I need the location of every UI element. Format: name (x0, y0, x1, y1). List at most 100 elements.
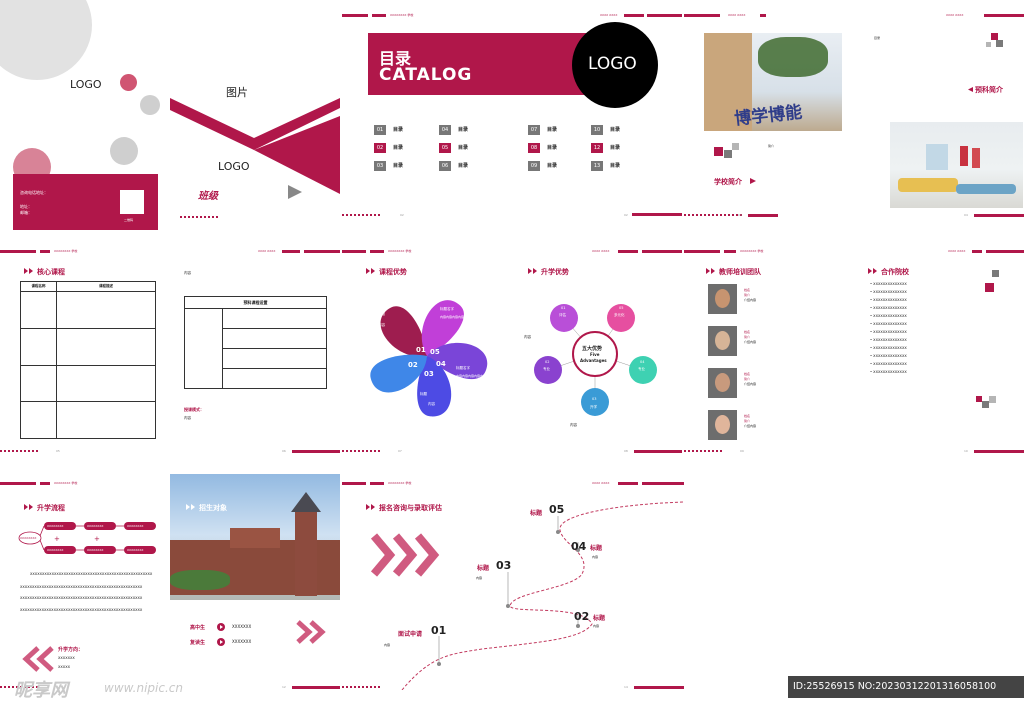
upgrade-advantage-slide: XXXX XXXX 升学优势 五大优势 Five Advantages 01 评… (512, 246, 682, 458)
catalog-item-09[interactable]: 09 目录 (528, 161, 578, 172)
catalog-item-number: 02 (374, 143, 386, 153)
cover-logo-1: LOGO (70, 78, 102, 91)
watermark-url: www.nipic.cn (104, 681, 183, 695)
watermark-id: ID:25526915 NO:20230312201316058100 (793, 681, 997, 692)
teachers-title: 教师培训团队 (719, 268, 761, 276)
catalog-item-number: 08 (528, 143, 540, 153)
catalog-title-banner (368, 33, 598, 95)
catalog-item-number: 03 (374, 161, 386, 171)
center-label-1: 五大优势 (582, 346, 603, 352)
side-content: 内容 (524, 335, 531, 339)
course-adv-title: 课程优势 (379, 268, 407, 276)
cover-bottom-stripe (180, 216, 220, 218)
cover-chevron-shape (170, 98, 340, 194)
target-slide: XXXX XXXX 招生对象 高中生 XXXXXXX 复读生 XXXXXXX 1… (170, 474, 340, 690)
page-number: 02 (400, 213, 404, 217)
teacher-info-line: 简介 (744, 335, 751, 339)
step-02-label: 标题 (593, 615, 606, 622)
triple-chevron-icon (370, 533, 440, 577)
petal-05-label: 标题名字 (440, 307, 454, 311)
catalog-item-label: 目录 (547, 127, 558, 133)
gray-dot (140, 95, 160, 115)
partner-item: • XXXXXXXXXXXXXX (870, 290, 907, 294)
core-course-table: 课程名称课程描述 (20, 281, 156, 439)
school-slide: XXXX XXXX 博学博能 简介 学校简介 03 (684, 0, 844, 232)
center-label-2: Five (590, 352, 600, 357)
core-col1-header: 课程名称 (20, 281, 57, 292)
double-arrow-icon (24, 268, 33, 274)
cover-picture-label: 图片 (226, 86, 248, 99)
partner-item: • XXXXXXXXXXXXXX (870, 370, 907, 374)
cover-info-3: 邮箱： (20, 210, 32, 215)
play-icon-2 (217, 638, 225, 646)
catalog-item-label: 目录 (547, 163, 558, 169)
teacher-info-line: 介绍内容 (744, 382, 757, 386)
petal-02 (370, 354, 427, 393)
process-slide: XXXXXXXX 学校 升学流程 + + XXXXXXXX XXXXXXXX X… (0, 474, 170, 690)
node-03-num: 03 (592, 397, 597, 401)
teacher-info-line: 介绍内容 (744, 298, 757, 302)
five-advantages-diagram (534, 304, 657, 416)
petal-03-body: 内容 (428, 402, 435, 406)
petal-04-body: 内容内容内容内容内容内容内容 (456, 374, 499, 378)
arrow-left-icon (968, 87, 973, 92)
step-01-num: 01 (431, 624, 447, 637)
process-flow: + + (18, 522, 156, 554)
process-title: 升学流程 (37, 504, 65, 512)
petal-02-label: 标题 (368, 359, 375, 363)
course-setup-slide: XXXX XXXX 内容 预科课程设置 授课模式： 内容 06 (170, 246, 340, 458)
partner-item: • XXXXXXXXXXXXXX (870, 298, 907, 302)
double-chevron-left-icon (22, 646, 54, 672)
catalog-item-label: 目录 (393, 127, 404, 133)
school-photo: 博学博能 (704, 33, 842, 131)
teacher-info-line: 简介 (744, 377, 751, 381)
catalog-title-cn: 目录 (379, 49, 412, 68)
partner-item: • XXXXXXXXXXXXXX (870, 322, 907, 326)
step-04-label: 标题 (590, 545, 603, 552)
cover-info-2: 地址： (20, 204, 32, 209)
catalog-item-label: 目录 (458, 163, 469, 169)
step-03-label: 标题 (477, 565, 490, 572)
teacher-info-line: 姓名 (744, 330, 751, 334)
school-caption: 简介 (768, 144, 775, 148)
watermark-id-bar (788, 676, 1024, 698)
teacher-info-line: 姓名 (744, 288, 751, 292)
setup-content: 内容 (184, 271, 191, 275)
catalog-item-label: 目录 (610, 145, 621, 151)
partners-slide: XXXX XXXX 合作院校 • XXXXXXXXXXXXXX• XXXXXXX… (852, 246, 1024, 458)
row-repeat-student: 复读生 (190, 640, 206, 646)
node-01-text: 评估 (559, 313, 566, 317)
header-text: XXXXXXXX 学校 (390, 13, 414, 17)
school-title: 学校简介 (714, 178, 742, 186)
petal-04-num: 04 (436, 360, 446, 368)
node-04-text: 专业 (638, 367, 645, 371)
step-04-num: 04 (571, 540, 587, 553)
petal-03 (417, 356, 452, 417)
center-label-3: Advantages (580, 358, 607, 363)
setup-table: 预科课程设置 (184, 296, 327, 389)
prep-title: 预科简介 (975, 86, 1003, 94)
catalog-item-number: 09 (528, 161, 540, 171)
petal-04-label: 标题名字 (456, 366, 470, 370)
catalog-title-en: CATALOG (379, 65, 473, 85)
gray-circle-large (0, 0, 92, 80)
petal-05 (421, 300, 464, 356)
watermark-brand: 昵享网 (14, 680, 68, 701)
logo-circle (572, 22, 658, 108)
partners-title: 合作院校 (881, 268, 909, 276)
step-01-label: 面试申请 (398, 631, 423, 638)
row-high-school: 高中生 (190, 625, 206, 631)
catalog-item-label: 目录 (458, 145, 469, 151)
direction-title: 升学方向： (58, 647, 84, 653)
